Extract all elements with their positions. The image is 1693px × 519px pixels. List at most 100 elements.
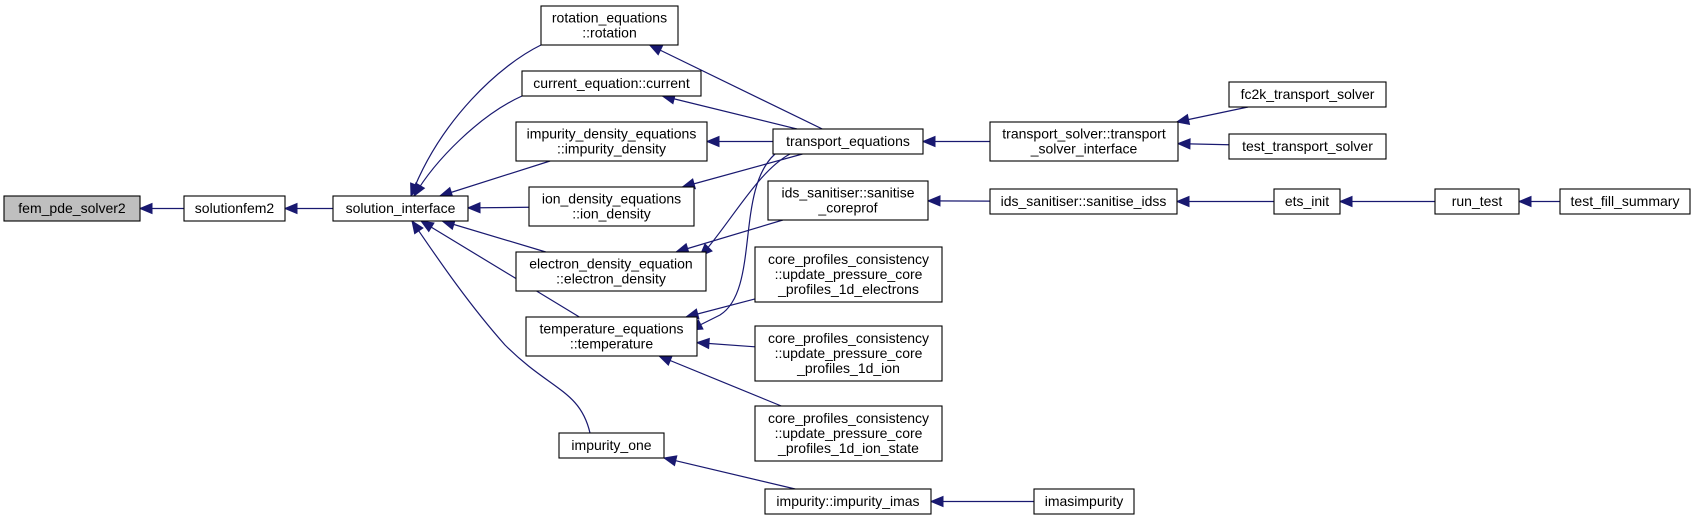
- node-upd-ion[interactable]: core_profiles_consistency::update_pressu…: [754, 325, 943, 382]
- arrowhead-icon: [929, 495, 944, 508]
- node-box[interactable]: [521, 70, 702, 97]
- node-test-fill-summary[interactable]: test_fill_summary: [1559, 188, 1691, 215]
- edge-solutionfem2-to-fem_pde_solver2: [138, 202, 184, 215]
- node-label: rotation_equations: [552, 10, 667, 26]
- node-solutionfem2[interactable]: solutionfem2: [183, 195, 286, 222]
- node-solution-interface[interactable]: solution_interface: [332, 195, 469, 222]
- node-label: ets_init: [1285, 193, 1329, 209]
- arrowhead-icon: [662, 455, 678, 467]
- edge-current-to-solution_interface: [413, 95, 523, 198]
- node-upd-electrons[interactable]: core_profiles_consistency::update_pressu…: [754, 246, 943, 303]
- edge-upd_ion-to-temperature: [695, 337, 756, 350]
- arrowhead-icon: [926, 195, 941, 207]
- node-box[interactable]: [754, 325, 943, 382]
- node-label: core_profiles_consistency: [768, 330, 929, 346]
- node-box[interactable]: [1033, 488, 1135, 515]
- node-label: ::rotation: [582, 25, 636, 41]
- node-box[interactable]: [3, 195, 141, 222]
- node-label: ids_sanitiser::sanitise_idss: [1001, 193, 1167, 209]
- node-box[interactable]: [515, 121, 708, 162]
- node-test-transport-solver[interactable]: test_transport_solver: [1228, 133, 1387, 160]
- node-box[interactable]: [540, 5, 679, 46]
- node-label: _profiles_1d_electrons: [777, 281, 919, 297]
- edge-rotation-to-solution_interface: [410, 44, 542, 198]
- node-box[interactable]: [764, 488, 932, 515]
- node-upd-ion-state[interactable]: core_profiles_consistency::update_pressu…: [754, 405, 943, 462]
- edge-fc2k_transport_solver-to-transport_solver_interface: [1175, 106, 1249, 126]
- edge-line: [420, 220, 580, 318]
- node-label: _solver_interface: [1030, 141, 1138, 157]
- node-box[interactable]: [1228, 133, 1387, 160]
- node-box[interactable]: [558, 432, 665, 459]
- node-rotation[interactable]: rotation_equations::rotation: [540, 5, 679, 46]
- arrowhead-icon: [411, 219, 424, 235]
- node-label: fem_pde_solver2: [18, 200, 126, 216]
- node-box[interactable]: [754, 405, 943, 462]
- arrowhead-icon: [419, 220, 435, 233]
- node-label: core_profiles_consistency: [768, 410, 929, 426]
- node-current[interactable]: current_equation::current: [521, 70, 702, 97]
- node-transport-solver-interface[interactable]: transport_solver::transport_solver_inter…: [989, 121, 1179, 162]
- node-box[interactable]: [754, 246, 943, 303]
- node-box[interactable]: [772, 128, 924, 155]
- edge-upd_electrons-to-temperature: [684, 298, 756, 320]
- node-sanitise-coreprof[interactable]: ids_sanitiser::sanitise_coreprof: [767, 180, 929, 221]
- arrowhead-icon: [921, 135, 936, 148]
- arrowhead-icon: [466, 201, 481, 214]
- node-electron-density[interactable]: electron_density_equation::electron_dens…: [515, 251, 707, 292]
- node-box[interactable]: [332, 195, 469, 222]
- node-box[interactable]: [525, 316, 698, 357]
- node-label: test_transport_solver: [1242, 138, 1373, 154]
- node-box[interactable]: [515, 251, 707, 292]
- edge-line: [663, 457, 796, 490]
- edge-sanitise_coreprof-to-electron_density: [674, 219, 784, 254]
- node-label: solution_interface: [346, 200, 456, 216]
- arrowhead-icon: [1176, 138, 1191, 150]
- node-label: solutionfem2: [195, 200, 275, 216]
- node-ion-density[interactable]: ion_density_equations::ion_density: [528, 186, 695, 227]
- arrowhead-icon: [1517, 195, 1532, 208]
- node-impurity-one[interactable]: impurity_one: [558, 432, 665, 459]
- arrowhead-icon: [695, 337, 710, 350]
- edge-line: [442, 220, 547, 253]
- node-label: fc2k_transport_solver: [1241, 86, 1375, 102]
- node-label: run_test: [1452, 193, 1503, 209]
- edge-impurity_imas-to-impurity_one: [662, 455, 796, 490]
- node-box[interactable]: [1273, 188, 1341, 215]
- node-impurity-density[interactable]: impurity_density_equations::impurity_den…: [515, 121, 708, 162]
- node-label: core_profiles_consistency: [768, 251, 929, 267]
- node-fem-pde-solver2[interactable]: fem_pde_solver2: [3, 195, 141, 222]
- arrowhead-icon: [413, 182, 426, 198]
- edge-line: [662, 95, 798, 130]
- node-sanitise-idss[interactable]: ids_sanitiser::sanitise_idss: [989, 188, 1178, 215]
- node-label: _coreprof: [817, 200, 877, 216]
- node-ets-init[interactable]: ets_init: [1273, 188, 1341, 215]
- node-fc2k-transport-solver[interactable]: fc2k_transport_solver: [1228, 81, 1387, 108]
- arrowhead-icon: [283, 202, 298, 215]
- node-impurity-imas[interactable]: impurity::impurity_imas: [764, 488, 932, 515]
- node-temperature[interactable]: temperature_equations::temperature: [525, 316, 698, 357]
- node-box[interactable]: [767, 180, 929, 221]
- arrowhead-icon: [1338, 195, 1353, 208]
- edge-impurity_one-to-solution_interface: [411, 219, 591, 434]
- node-box[interactable]: [989, 188, 1178, 215]
- edge-line: [411, 220, 591, 434]
- edge-test_fill_summary-to-run_test: [1517, 195, 1560, 208]
- node-box[interactable]: [183, 195, 286, 222]
- node-box[interactable]: [1434, 188, 1520, 215]
- node-imasimpurity[interactable]: imasimpurity: [1033, 488, 1135, 515]
- node-label: current_equation::current: [533, 75, 690, 91]
- node-label: temperature_equations: [540, 321, 684, 337]
- node-box[interactable]: [528, 186, 695, 227]
- edge-line: [439, 160, 551, 197]
- node-label: test_fill_summary: [1571, 193, 1680, 209]
- node-label: transport_equations: [786, 133, 910, 149]
- node-box[interactable]: [1228, 81, 1387, 108]
- node-label: impurity::impurity_imas: [776, 493, 919, 509]
- node-box[interactable]: [989, 121, 1179, 162]
- arrowhead-icon: [1175, 113, 1191, 126]
- node-run-test[interactable]: run_test: [1434, 188, 1520, 215]
- node-box[interactable]: [1559, 188, 1691, 215]
- node-transport-equations[interactable]: transport_equations: [772, 128, 924, 155]
